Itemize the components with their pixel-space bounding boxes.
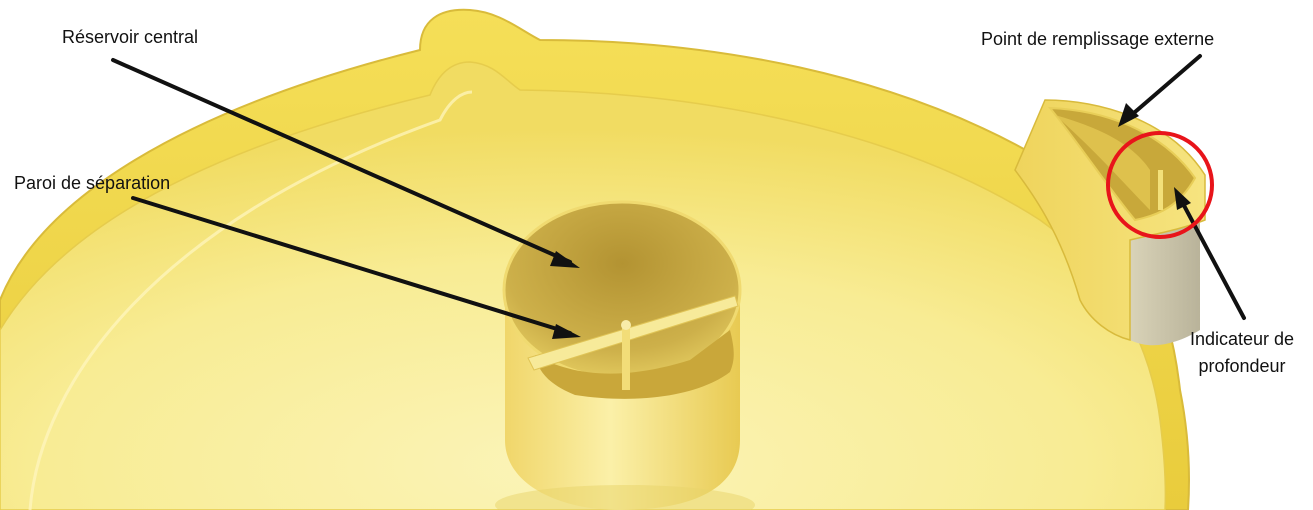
separation-wall	[527, 295, 739, 371]
label-central-reservoir: Réservoir central	[62, 27, 199, 47]
arrow-fill-point	[1126, 54, 1202, 120]
label-depth-indicator: Indicateur de profondeur	[1168, 326, 1313, 380]
label-external-fill-point: Point de remplissage externe	[981, 29, 1215, 49]
fill-box-side	[1130, 215, 1200, 346]
label-depth-indicator-line2: profondeur	[1198, 356, 1286, 376]
arrow-separation-wall	[131, 196, 572, 335]
arrowhead-separation-wall	[552, 324, 581, 339]
arrowhead-depth-indicator	[1174, 187, 1191, 210]
label-depth-indicator-line1: Indicateur de	[1189, 329, 1295, 349]
depth-indicator-tab	[1158, 170, 1163, 210]
arrowhead-central-reservoir	[550, 251, 580, 268]
arrowhead-fill-point	[1118, 103, 1139, 127]
arrows	[111, 54, 1246, 335]
arrow-central-reservoir	[111, 58, 572, 264]
label-separation-wall: Paroi de séparation	[14, 173, 171, 193]
arrow-depth-indicator	[1178, 196, 1246, 320]
depth-indicator-highlight-circle	[1106, 131, 1214, 239]
